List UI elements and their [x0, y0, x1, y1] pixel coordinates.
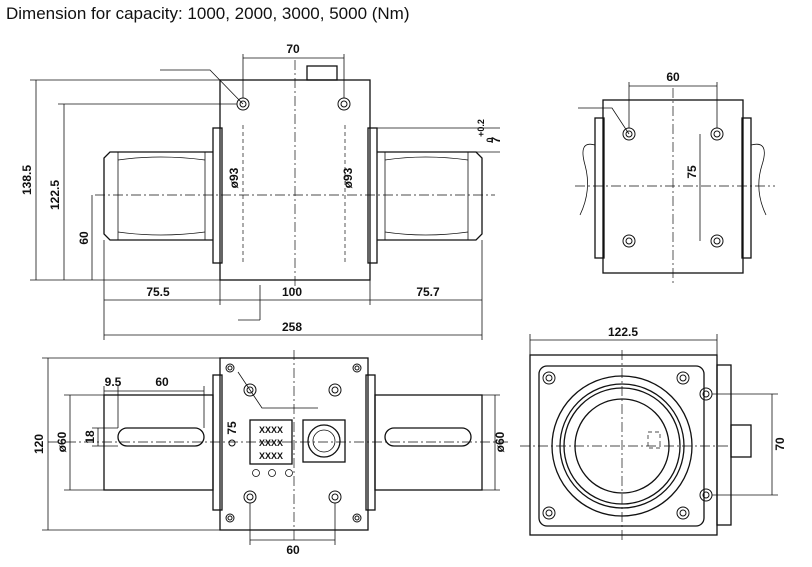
- front-dim-flange-h: 122.5: [48, 180, 62, 210]
- top-label-plate: [249, 419, 293, 465]
- end-connector: [730, 424, 752, 458]
- end-view: 122.5 70: [520, 325, 787, 540]
- top-dim-key-offset: 9.5: [105, 375, 122, 389]
- front-right-flange: [367, 127, 378, 264]
- end-screw-tr: [676, 371, 690, 385]
- top-right-keyway: [384, 427, 472, 447]
- front-right-shaft: [377, 151, 483, 241]
- top-bolt-a: [243, 383, 257, 397]
- front-bolt-right: [337, 97, 351, 111]
- top-label-row-2: XXXX: [259, 438, 283, 448]
- top-dim-height: 120: [32, 434, 46, 454]
- top-left-keyway: [117, 427, 205, 447]
- top-led-2: [268, 469, 276, 477]
- drawing-title: Dimension for capacity: 1000, 2000, 3000…: [6, 4, 410, 23]
- side-bolt-tr: [710, 127, 724, 141]
- side-bolt-bl: [622, 234, 636, 248]
- front-dim-total: 258: [282, 320, 302, 334]
- front-dim-left-len: 75.5: [146, 285, 170, 299]
- top-label-row-1: XXXX: [259, 425, 283, 435]
- top-dim-right-shaft: ø60: [493, 431, 507, 452]
- front-dim-tol-base: 7: [489, 136, 503, 143]
- top-dim-key-len: 60: [155, 375, 169, 389]
- top-screw-bl: [225, 513, 235, 523]
- top-view: XXXX XXXX XXXX 120 9.5 60 ø60 18: [32, 350, 510, 557]
- top-screw-ml: [228, 439, 236, 447]
- end-screw-tl: [542, 371, 556, 385]
- top-dim-label: 75: [225, 421, 239, 435]
- front-dim-right-dia: ø93: [341, 167, 355, 188]
- top-left-shaft: [103, 394, 214, 491]
- end-dim-width: 122.5: [608, 325, 638, 339]
- side-dim-height: 75: [685, 165, 699, 179]
- top-screw-tr: [352, 363, 362, 373]
- front-dim-right-len: 75.7: [416, 285, 440, 299]
- front-dim-tol-zero: 0: [485, 137, 495, 142]
- top-led-3: [285, 469, 293, 477]
- top-screw-br: [352, 513, 362, 523]
- top-screw-tl: [225, 363, 235, 373]
- end-bolt-top: [699, 387, 713, 401]
- top-led-1: [252, 469, 260, 477]
- top-dim-key-w: 18: [83, 430, 97, 444]
- front-dim-left-dia: ø93: [227, 167, 241, 188]
- front-left-flange: [212, 127, 223, 264]
- top-bolt-d: [328, 490, 342, 504]
- end-bolt-bottom: [699, 488, 713, 502]
- front-left-shaft: [103, 151, 213, 241]
- end-dim-height: 70: [773, 437, 787, 451]
- front-dim-mid-len: 100: [282, 285, 302, 299]
- top-dim-bottom: 60: [286, 543, 300, 557]
- top-right-shaft: [374, 394, 483, 491]
- side-dim-width: 60: [666, 70, 680, 84]
- front-connector: [306, 65, 338, 81]
- top-bolt-c: [243, 490, 257, 504]
- front-dim-tol-plus: +0.2: [476, 119, 486, 137]
- front-view: 70 138.5 122.5 60 ø93 ø93 +0.2 7 0 75.5 …: [20, 42, 503, 340]
- front-dim-top: 70: [286, 42, 300, 56]
- end-screw-br: [676, 506, 690, 520]
- top-label-row-3: XXXX: [259, 451, 283, 461]
- end-screw-bl: [542, 506, 556, 520]
- top-dim-left-shaft: ø60: [55, 431, 69, 452]
- side-bolt-br: [710, 234, 724, 248]
- top-bolt-b: [328, 383, 342, 397]
- front-dim-shaft: 60: [77, 231, 91, 245]
- top-connector-socket: [302, 419, 346, 463]
- side-view: 60 75: [575, 70, 775, 285]
- front-dim-overall-h: 138.5: [20, 165, 34, 195]
